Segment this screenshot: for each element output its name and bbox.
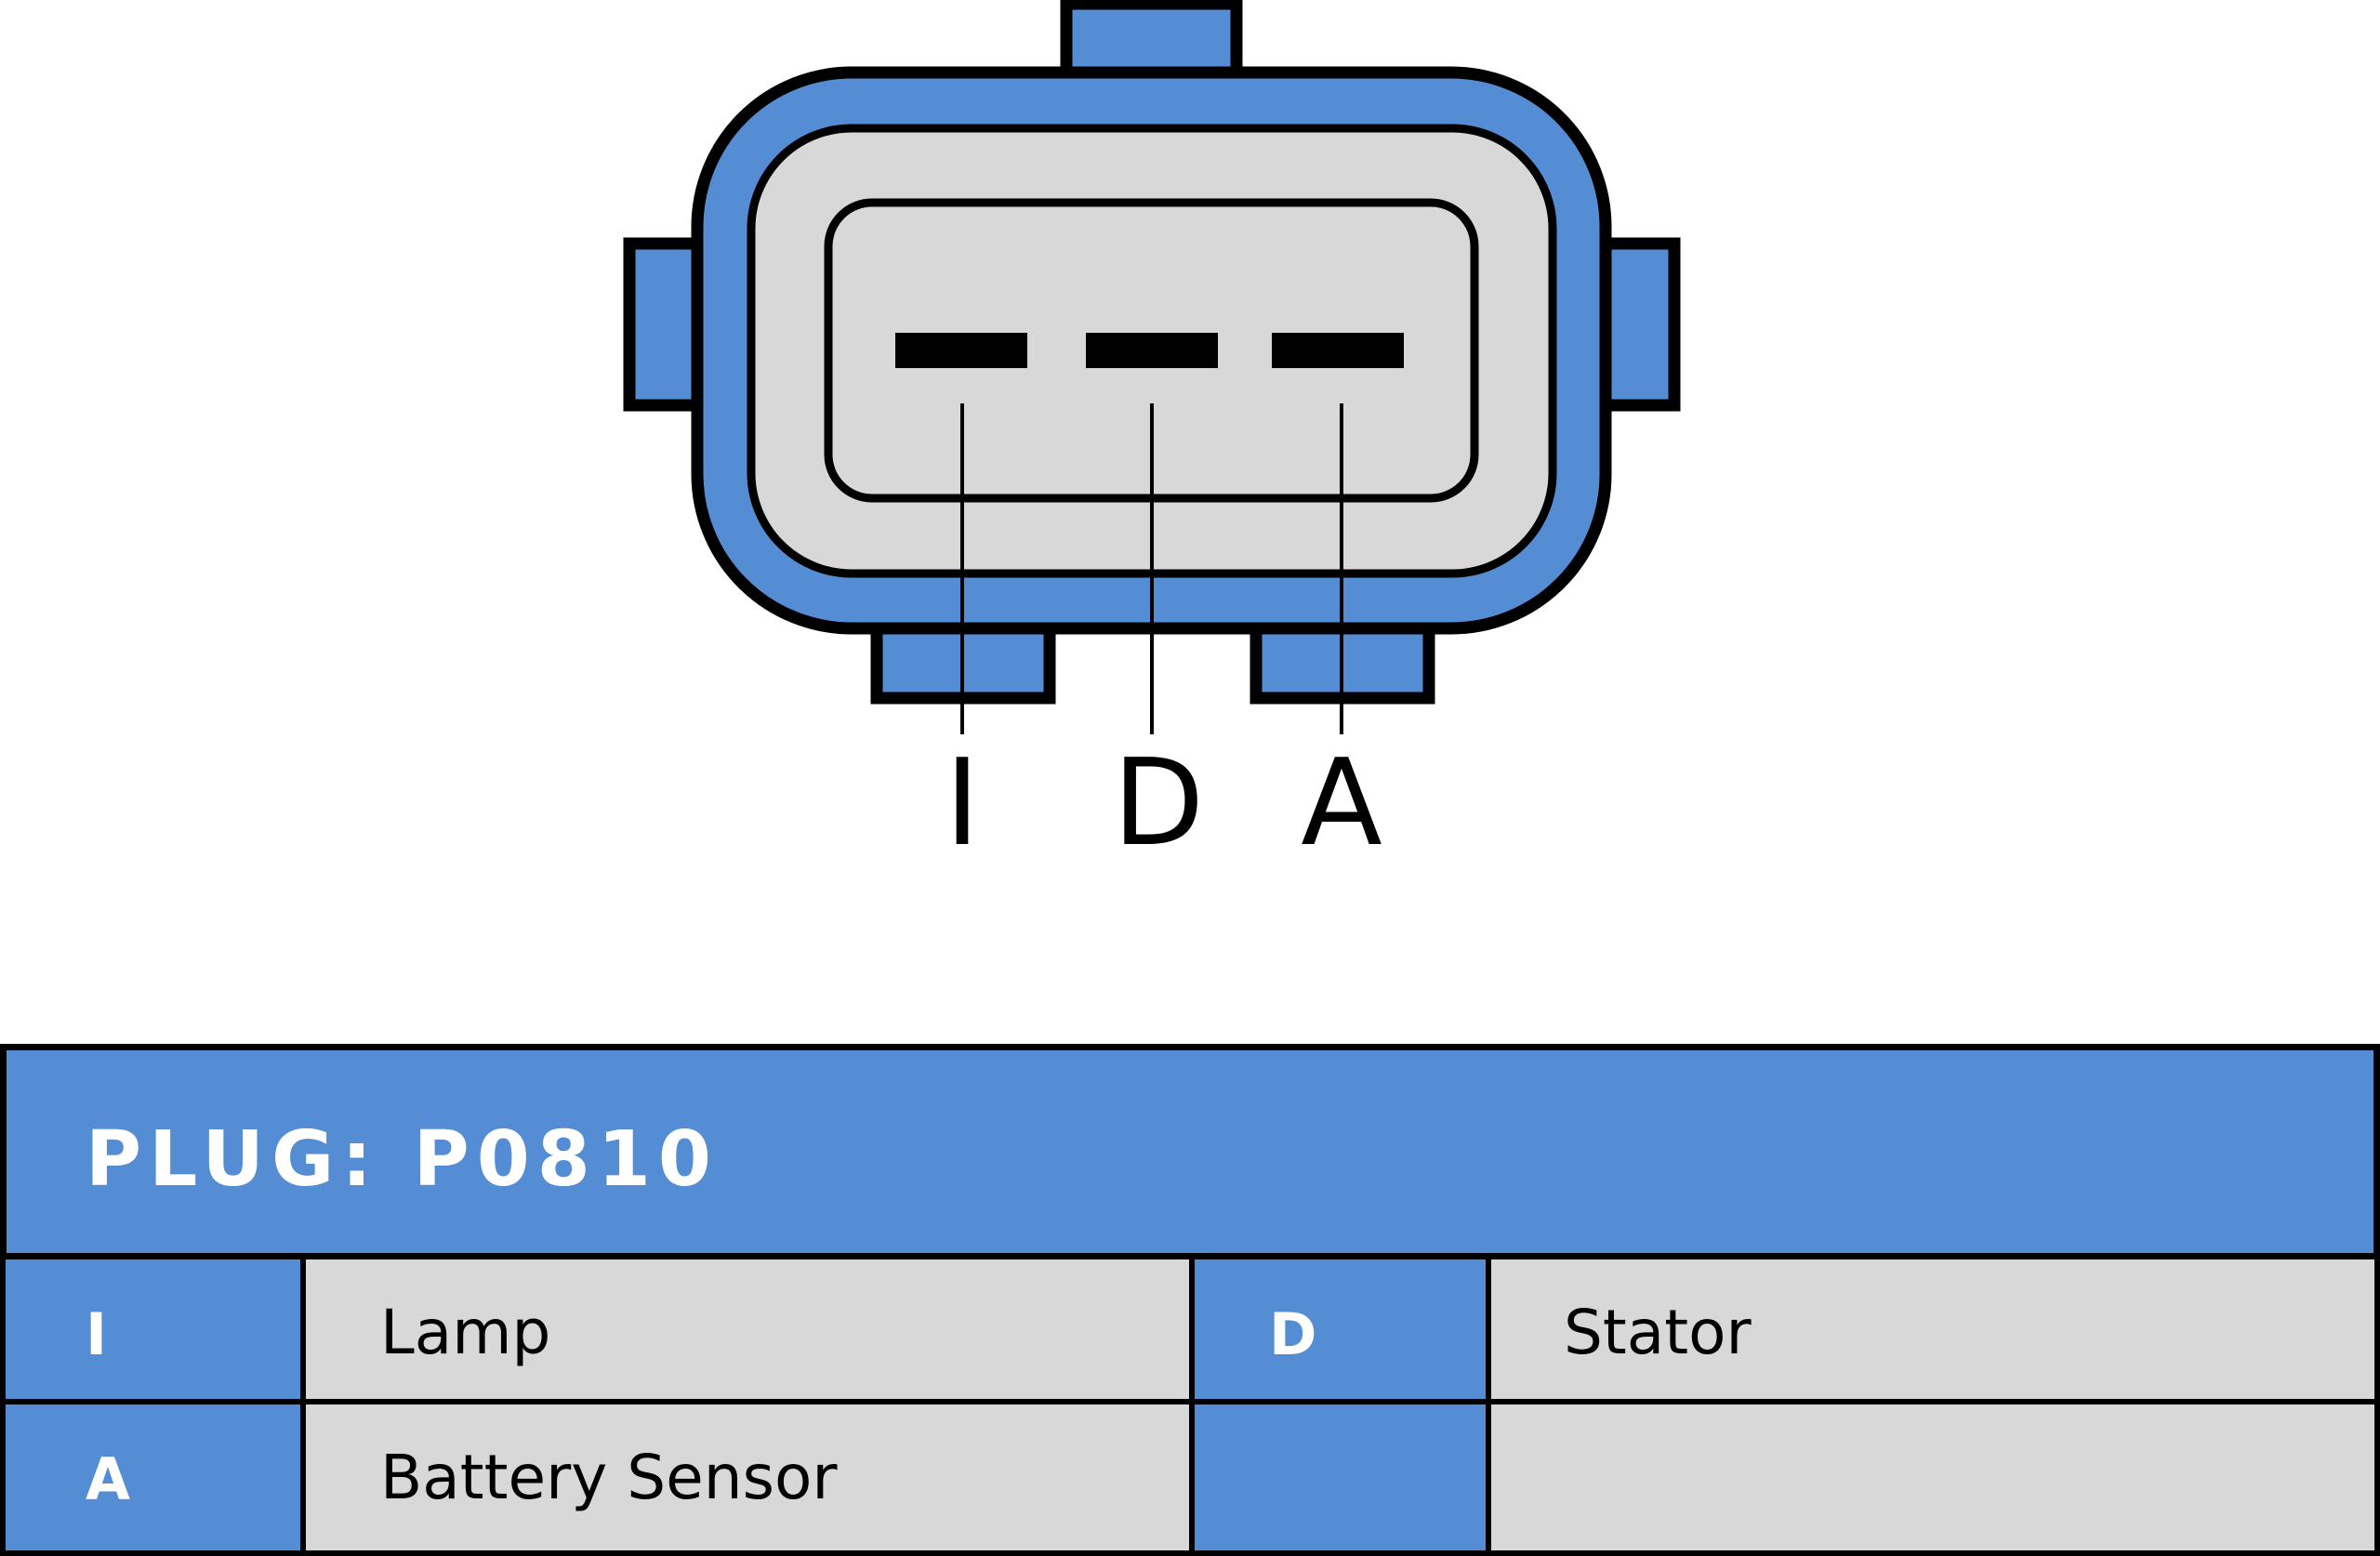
pin-function: Battery Sensor	[380, 1442, 838, 1513]
pin-label-a: A	[1301, 734, 1382, 873]
connector-diagram	[623, 0, 1681, 734]
pin-terminal-i	[895, 333, 1027, 368]
table-row-1-right-key: D	[1189, 1254, 1491, 1404]
pin-function: Lamp	[380, 1297, 551, 1368]
table-header: PLUG: P0810	[0, 1044, 2380, 1259]
pin-label-d: D	[1112, 734, 1205, 873]
pin-key: D	[1269, 1300, 1317, 1368]
table-row-2-right-key	[1189, 1399, 1491, 1556]
pinout-table: PLUG: P0810 I Lamp D Stator A Battery Se…	[0, 1044, 2380, 1556]
pin-key: A	[86, 1445, 130, 1513]
pin-label-i: I	[945, 734, 980, 873]
connector-right-tab	[1594, 237, 1681, 412]
table-row-1-right-value: Stator	[1486, 1254, 2380, 1404]
pin-function: Stator	[1564, 1297, 1752, 1368]
pin-terminal-d	[1086, 333, 1218, 368]
pin-key: I	[86, 1300, 108, 1368]
table-row-2-right-value	[1486, 1399, 2380, 1556]
table-row-2-left-key: A	[0, 1399, 306, 1556]
table-row-1-left-value: Lamp	[300, 1254, 1195, 1404]
table-row-2-left-value: Battery Sensor	[300, 1399, 1195, 1556]
pin-terminal-a	[1272, 333, 1404, 368]
table-row-1-left-key: I	[0, 1254, 306, 1404]
connector-top-latch	[1060, 0, 1243, 83]
plug-title: PLUG: P0810	[86, 1115, 719, 1204]
